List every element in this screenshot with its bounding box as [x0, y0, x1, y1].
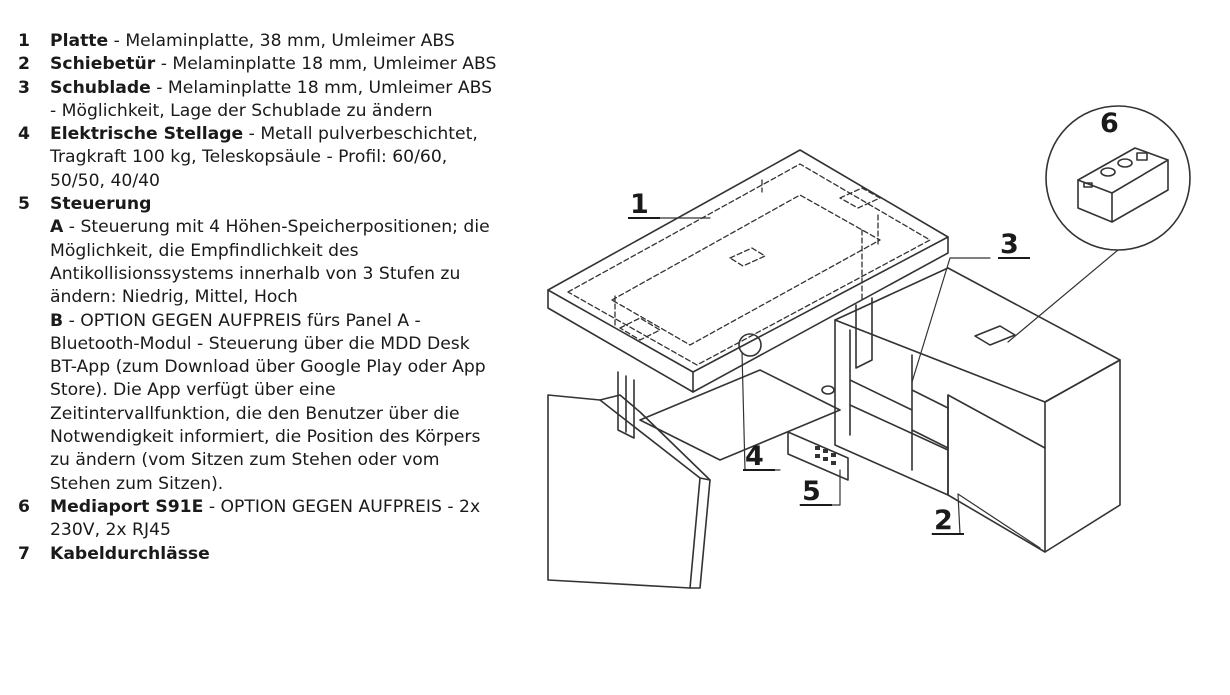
cabinet-shelves	[849, 329, 949, 471]
desk-technical-drawing: 1 3 4 5 2 6	[547, 105, 1191, 589]
control-panel-buttons	[815, 446, 836, 465]
legend-part-desc: - Melaminplatte, 38 mm, Umleimer ABS	[108, 31, 455, 51]
legend-number: 4	[18, 124, 30, 145]
cabinet-front-left	[834, 319, 949, 496]
legend-item-6: 6 Mediaport S91E - OPTION GEGEN AUFPREIS …	[18, 496, 498, 543]
legend-number: 5	[18, 194, 30, 215]
legend-subitem-a: A - Steuerung mit 4 Höhen-Speicherpositi…	[50, 216, 498, 309]
left-leg-column	[617, 371, 635, 439]
callout-labels: 1 3 4 5 2 6	[630, 108, 1119, 536]
legend-number: 2	[18, 54, 30, 75]
mediaport-sockets	[1100, 152, 1148, 177]
legend-item-1: 1 Platte - Melaminplatte, 38 mm, Umleimer…	[18, 30, 498, 53]
panel-top-edge	[599, 394, 711, 481]
callout-1: 1	[630, 189, 649, 220]
parts-legend: 1 Platte - Melaminplatte, 38 mm, Umleimer…	[18, 30, 498, 566]
cable-port-hidden	[729, 247, 766, 267]
legend-part-name: Schublade	[50, 77, 151, 98]
legend-part-desc: - OPTION GEGEN AUFPREIS - 2x 230V, 2x RJ…	[50, 496, 481, 541]
legend-item-7: 7 Kabeldurchlässe	[18, 543, 498, 566]
desktop-edge	[547, 236, 949, 393]
legend-subitem-text: - OPTION GEGEN AUFPREIS fürs Panel A - B…	[50, 310, 486, 494]
legend-part-name: Platte	[50, 31, 109, 51]
legend-number: 1	[18, 31, 30, 51]
left-side-panel	[547, 394, 701, 589]
legend-number: 6	[18, 496, 30, 517]
cabinet-side	[1044, 359, 1121, 553]
legend-number: 7	[18, 543, 30, 564]
legend-subitem-key: B	[50, 310, 64, 331]
legend-item-3: 3 Schublade - Melaminplatte 18 mm, Umleim…	[18, 77, 498, 124]
callout-6: 6	[1100, 108, 1119, 139]
legend-subitem-b: B - OPTION GEGEN AUFPREIS fürs Panel A -…	[50, 310, 498, 496]
legend-number: 3	[18, 77, 30, 98]
legend-item-4: 4 Elektrische Stellage - Metall pulverbes…	[18, 123, 498, 193]
callout-underlines	[628, 217, 1030, 535]
drawing-lines	[547, 105, 1191, 589]
legend-part-desc: - Metall pulverbeschichtet, Tragkraft 10…	[50, 124, 478, 191]
callout-4: 4	[745, 441, 764, 472]
legend-part-name: Elektrische Stellage	[50, 124, 244, 145]
legend-part-name: Steuerung	[50, 194, 152, 215]
mediaport-body-sides	[1077, 159, 1169, 223]
callout-3: 3	[1000, 229, 1019, 260]
legend-subitem-text: - Steuerung mit 4 Höhen-Speicherposition…	[50, 217, 490, 308]
desktop-surface	[547, 149, 949, 373]
cabinet-door	[947, 394, 1046, 553]
hidden-frame	[567, 163, 931, 366]
callout-2: 2	[934, 505, 953, 536]
cable-grommet	[821, 385, 835, 395]
legend-item-2: 2 Schiebetür - Melaminplatte 18 mm, Umlei…	[18, 53, 498, 76]
legend-part-name: Mediaport S91E	[50, 496, 204, 517]
mediaport-on-cabinet	[974, 325, 1016, 346]
desk-foot-beam	[639, 369, 841, 461]
mediaport-switch	[1083, 182, 1093, 188]
legend-part-name: Schiebetür	[50, 54, 156, 75]
callout-5: 5	[802, 476, 821, 507]
legend-part-desc: - Melaminplatte 18 mm, Umleimer ABS	[155, 54, 497, 75]
legend-part-name: Kabeldurchlässe	[50, 543, 210, 564]
legend-item-5: 5 Steuerung A - Steuerung mit 4 Höhen-Spe…	[18, 193, 498, 496]
legend-subitem-key: A	[50, 217, 64, 238]
detail-circle	[738, 333, 762, 357]
legend-part-desc: - Melaminplatte 18 mm, Umleimer ABS - Mö…	[50, 77, 492, 121]
